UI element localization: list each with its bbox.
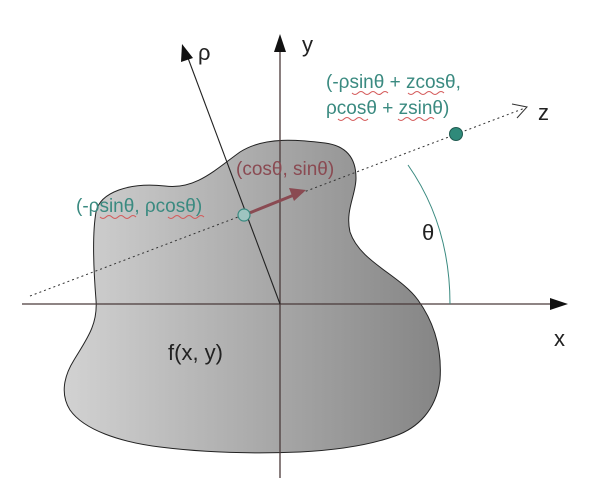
z-axis-line [29,107,526,297]
upper-point-label-line2: ρcosθ + zsinθ) [326,98,449,119]
rho-axis-label: ρ [198,40,211,65]
wavy-underline-5 [99,215,137,219]
base-point-label: (-ρsinθ, ρcosθ) [76,196,202,217]
z-axis-label: z [538,100,549,125]
unit-vector-arrowhead [289,188,306,201]
region-label: f(x, y) [168,340,223,365]
wavy-underline-4 [397,117,435,121]
z-axis-arrowhead [511,103,528,119]
wavy-underline-3 [337,117,369,121]
wavy-underline-6 [167,215,205,219]
base-point [237,208,251,222]
unit-vector-arrow [246,193,295,216]
upper-point [449,127,463,141]
wavy-underline-1 [351,91,389,95]
y-axis-arrowhead [274,34,286,52]
upper-point-label-line1: (-ρsinθ + zcosθ, [326,72,461,93]
theta-label: θ [422,220,434,245]
region-shape [63,139,441,454]
wavy-underline-2 [407,91,445,95]
y-axis-label: y [302,32,313,57]
theta-arc [407,164,451,305]
unit-vector-label: (cosθ, sinθ) [236,159,334,180]
x-axis-arrowhead [550,298,568,310]
rho-axis-arrowhead [181,44,193,62]
x-axis-label: x [554,326,565,351]
rho-axis-line [187,57,281,305]
